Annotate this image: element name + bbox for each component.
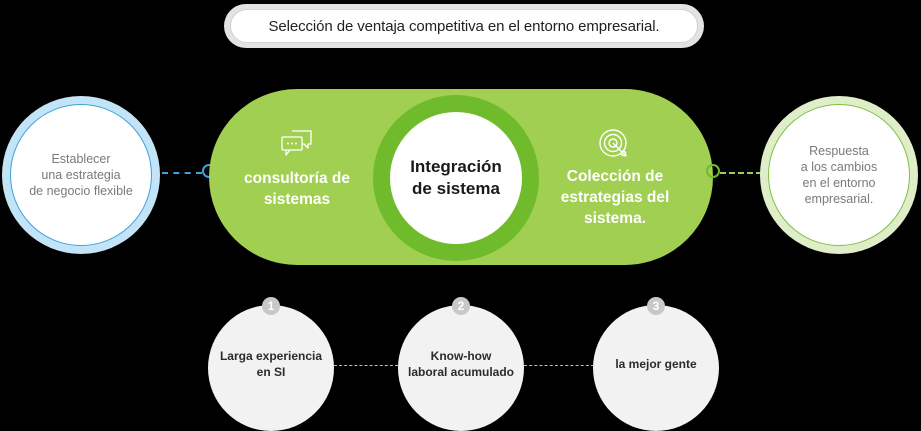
pill-left-label: consultoría de sistemas — [244, 170, 350, 208]
side-right-line: empresarial. — [804, 192, 874, 206]
pill-section-consulting: consultoría de sistemas — [222, 128, 372, 210]
side-circle-respond-changes: Respuesta a los cambios en el entorno em… — [760, 96, 918, 254]
core-circle: Integración de sistema — [390, 112, 522, 244]
side-left-line: de negocio flexible — [29, 184, 133, 198]
strength-circle-3: la mejor gente — [593, 305, 719, 431]
strength-badge-3: 3 — [647, 297, 665, 315]
side-left-line: una estrategia — [41, 168, 121, 182]
strength-line: la mejor gente — [615, 357, 697, 371]
core-label: Integración de sistema — [410, 157, 502, 198]
side-circle-flexible-strategy: Establecer una estrategia de negocio fle… — [2, 96, 160, 254]
side-right-line: a los cambios — [800, 160, 878, 174]
strength-line: laboral acumulado — [407, 365, 515, 379]
core-ring: Integración de sistema — [373, 95, 539, 261]
pill-right-label: Colección de estrategias del sistema. — [560, 168, 670, 227]
diagram-title: Selección de ventaja competitiva en el e… — [230, 9, 698, 43]
strength-badge-2: 2 — [452, 297, 470, 315]
strength-line: Know-how — [430, 349, 492, 363]
left-dashed-connector — [162, 172, 202, 174]
right-connector-port — [706, 164, 720, 178]
side-right-line: Respuesta — [809, 144, 869, 158]
target-icon — [599, 129, 627, 157]
strength-line: Larga experiencia — [219, 349, 323, 363]
title-pill: Selección de ventaja competitiva en el e… — [224, 4, 704, 48]
strength-line: en SI — [256, 365, 286, 379]
strength-connector-1-2 — [334, 365, 398, 366]
right-dashed-connector — [720, 172, 762, 174]
strength-circle-1: Larga experiencia en SI — [208, 305, 334, 431]
pill-section-strategies: Colección de estrategias del sistema. — [540, 128, 690, 229]
side-right-line: en el entorno — [802, 176, 876, 190]
strength-connector-2-3 — [524, 365, 594, 366]
strength-badge-1: 1 — [262, 297, 280, 315]
side-left-line: Establecer — [51, 152, 111, 166]
strength-circle-2: Know-how laboral acumulado — [398, 305, 524, 431]
chat-bubbles-icon — [281, 130, 312, 156]
